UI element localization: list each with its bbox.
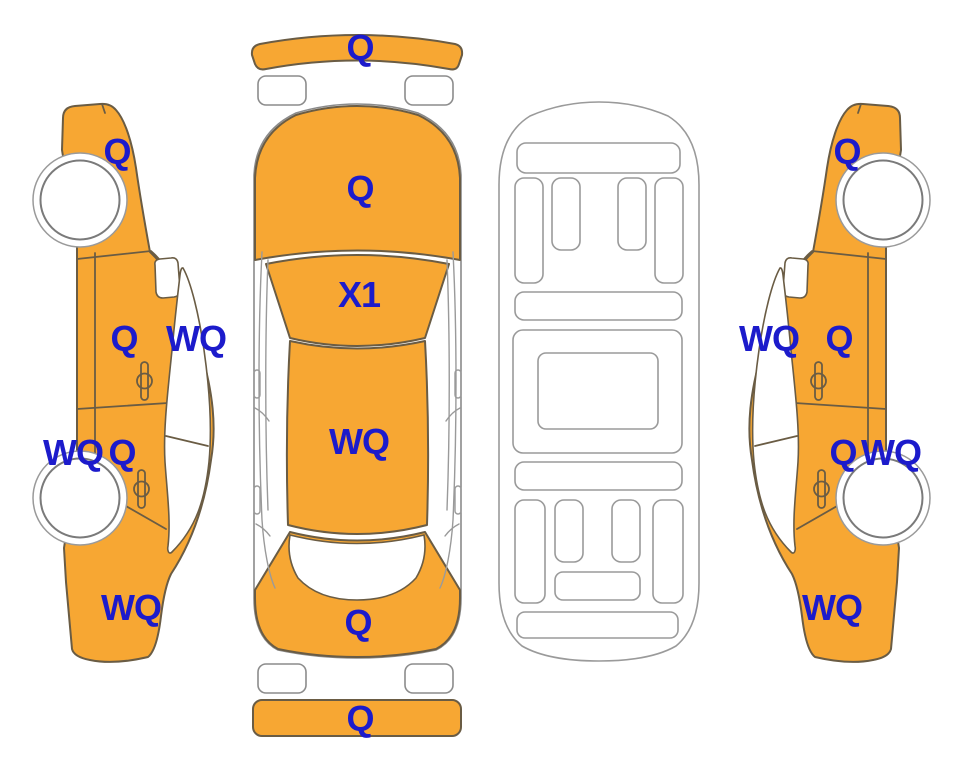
label-left-rear-quarter: WQ bbox=[101, 587, 161, 628]
right-top-door-handle-2 bbox=[454, 485, 462, 515]
label-left-rear-door: Q bbox=[108, 432, 135, 473]
label-right-rear-door: Q bbox=[829, 432, 856, 473]
left-door-cut-2 bbox=[255, 523, 271, 537]
rear-center-member bbox=[554, 571, 641, 601]
left-side-view bbox=[32, 102, 215, 663]
front-rail-left bbox=[514, 177, 544, 284]
mid-crossmember bbox=[514, 291, 683, 321]
label-top-rear-bumper: Q bbox=[346, 698, 373, 739]
label-top-front-bumper: Q bbox=[346, 27, 373, 68]
label-top-roof: WQ bbox=[329, 421, 389, 462]
label-top-trunk: Q bbox=[344, 602, 371, 643]
left-sill-line bbox=[258, 251, 276, 589]
rear-window bbox=[288, 534, 426, 601]
windshield-panel bbox=[265, 254, 450, 347]
front-member-right bbox=[617, 177, 647, 251]
left-headlight bbox=[257, 75, 307, 106]
label-right-front-fender: Q bbox=[833, 131, 860, 172]
rear-end-crossmember bbox=[516, 611, 679, 639]
right-taillight bbox=[404, 663, 454, 694]
label-right-rocker: WQ bbox=[861, 432, 921, 473]
top-view bbox=[250, 34, 464, 737]
left-taillight bbox=[257, 663, 307, 694]
right-sill-line bbox=[439, 251, 457, 589]
label-left-front-fender: Q bbox=[103, 131, 130, 172]
rear-bumper-panel bbox=[252, 699, 462, 737]
right-door-cut-2 bbox=[444, 523, 460, 537]
label-left-front-door: Q bbox=[110, 318, 137, 359]
label-left-roof-side: WQ bbox=[166, 318, 226, 359]
left-top-door-handle-2 bbox=[253, 485, 261, 515]
front-bumper-panel bbox=[250, 34, 464, 71]
label-top-windshield: X1 bbox=[338, 274, 381, 315]
roof-panel bbox=[285, 340, 430, 535]
label-left-rocker: WQ bbox=[43, 432, 103, 473]
right-sill-line-2 bbox=[446, 259, 450, 511]
front-member-left bbox=[551, 177, 581, 251]
rear-crossmember bbox=[514, 461, 683, 491]
label-top-hood: Q bbox=[346, 168, 373, 209]
label-right-roof-side: WQ bbox=[739, 318, 799, 359]
rear-member-right bbox=[611, 499, 641, 563]
right-top-door-handle bbox=[454, 369, 462, 399]
hood-panel bbox=[254, 105, 461, 261]
front-crossmember bbox=[516, 142, 681, 174]
underbody-view bbox=[498, 101, 700, 662]
right-side-view bbox=[748, 102, 931, 663]
damage-labels: Q Q WQ WQ Q WQ Q Q X1 WQ Q Q Q WQ Q Q WQ… bbox=[43, 27, 922, 739]
left-sill-line-2 bbox=[265, 259, 269, 511]
left-top-door-handle bbox=[253, 369, 261, 399]
floor-pan-inner bbox=[537, 352, 659, 430]
front-rail-right bbox=[654, 177, 684, 284]
left-door-cut bbox=[254, 407, 270, 422]
right-door-cut bbox=[445, 407, 461, 422]
rear-rail-left bbox=[514, 499, 546, 604]
label-right-rear-quarter: WQ bbox=[802, 587, 862, 628]
label-right-front-door: Q bbox=[825, 318, 852, 359]
rear-member-left bbox=[554, 499, 584, 563]
rear-rail-right bbox=[652, 499, 684, 604]
right-headlight bbox=[404, 75, 454, 106]
